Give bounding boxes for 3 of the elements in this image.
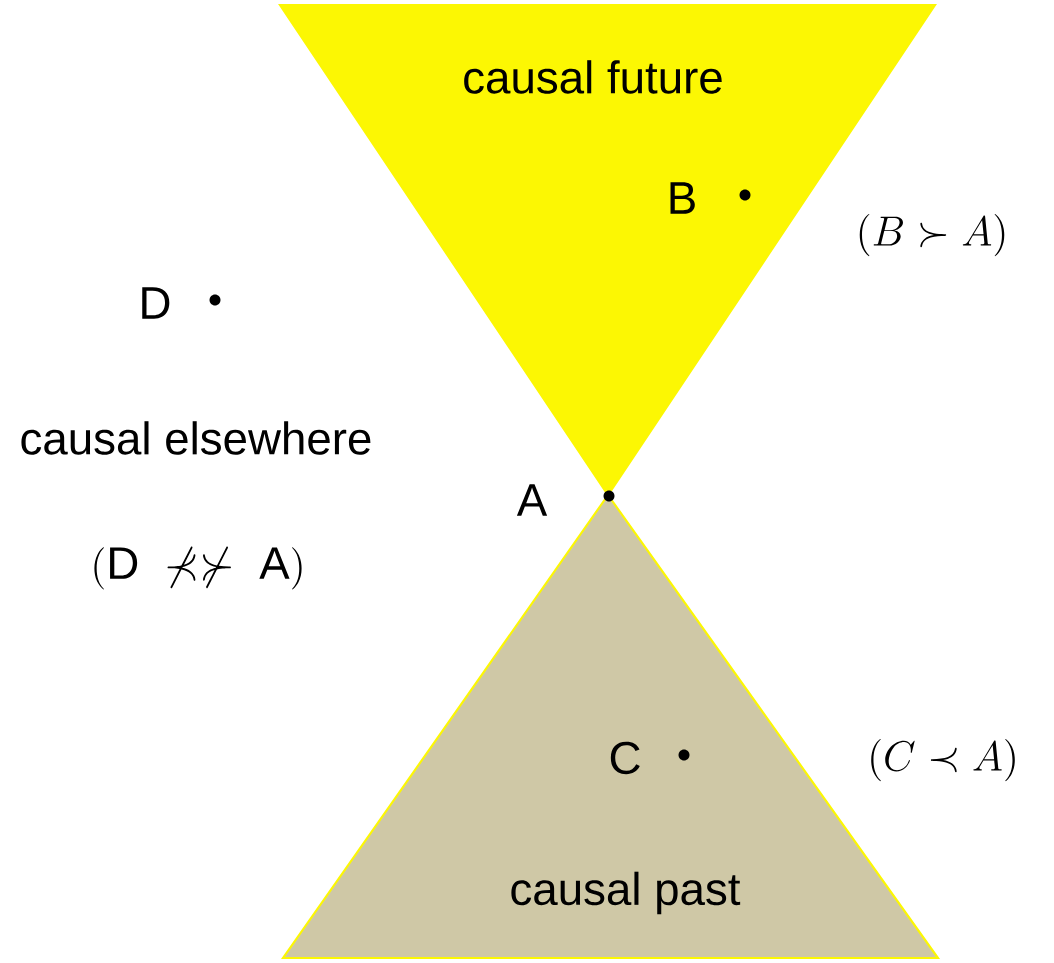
point-label: C bbox=[610, 741, 640, 775]
point-label: B bbox=[670, 182, 695, 214]
point-label: D bbox=[142, 287, 170, 319]
